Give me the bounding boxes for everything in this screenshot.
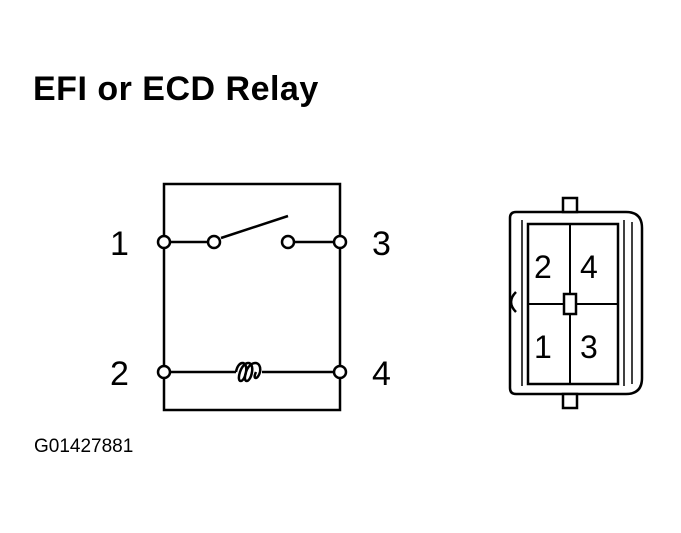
terminal-1-label: 1 xyxy=(110,225,129,263)
terminal-4-label: 4 xyxy=(372,355,391,393)
terminal-2-label: 2 xyxy=(110,355,129,393)
center-key-slot xyxy=(562,292,578,316)
connector-housing xyxy=(508,210,644,396)
terminal-2-node xyxy=(156,364,172,380)
relay-schematic xyxy=(156,182,348,412)
connector-pin-bottom-left: 1 xyxy=(534,329,552,365)
top-latch-tab xyxy=(561,196,579,214)
switch-contact-node xyxy=(280,234,296,250)
diagram-title: EFI or ECD Relay xyxy=(33,70,319,108)
terminal-1-node xyxy=(156,234,172,250)
connector-pin-top-left: 2 xyxy=(534,249,552,285)
figure-code: G01427881 xyxy=(34,436,134,457)
terminal-4-node xyxy=(332,364,348,380)
relay-connector xyxy=(508,196,644,410)
terminal-3-node xyxy=(332,234,348,250)
connector-pin-top-right: 4 xyxy=(580,249,598,285)
bottom-latch-tab xyxy=(561,392,579,410)
housing-side-notch xyxy=(509,291,517,313)
connector-pin-bottom-right: 3 xyxy=(580,329,598,365)
relay-housing-outline xyxy=(162,182,342,412)
terminal-3-label: 3 xyxy=(372,225,391,263)
relay-coil-icon xyxy=(234,361,262,383)
switch-contact-arm xyxy=(220,214,289,240)
switch-pivot-node xyxy=(206,234,222,250)
